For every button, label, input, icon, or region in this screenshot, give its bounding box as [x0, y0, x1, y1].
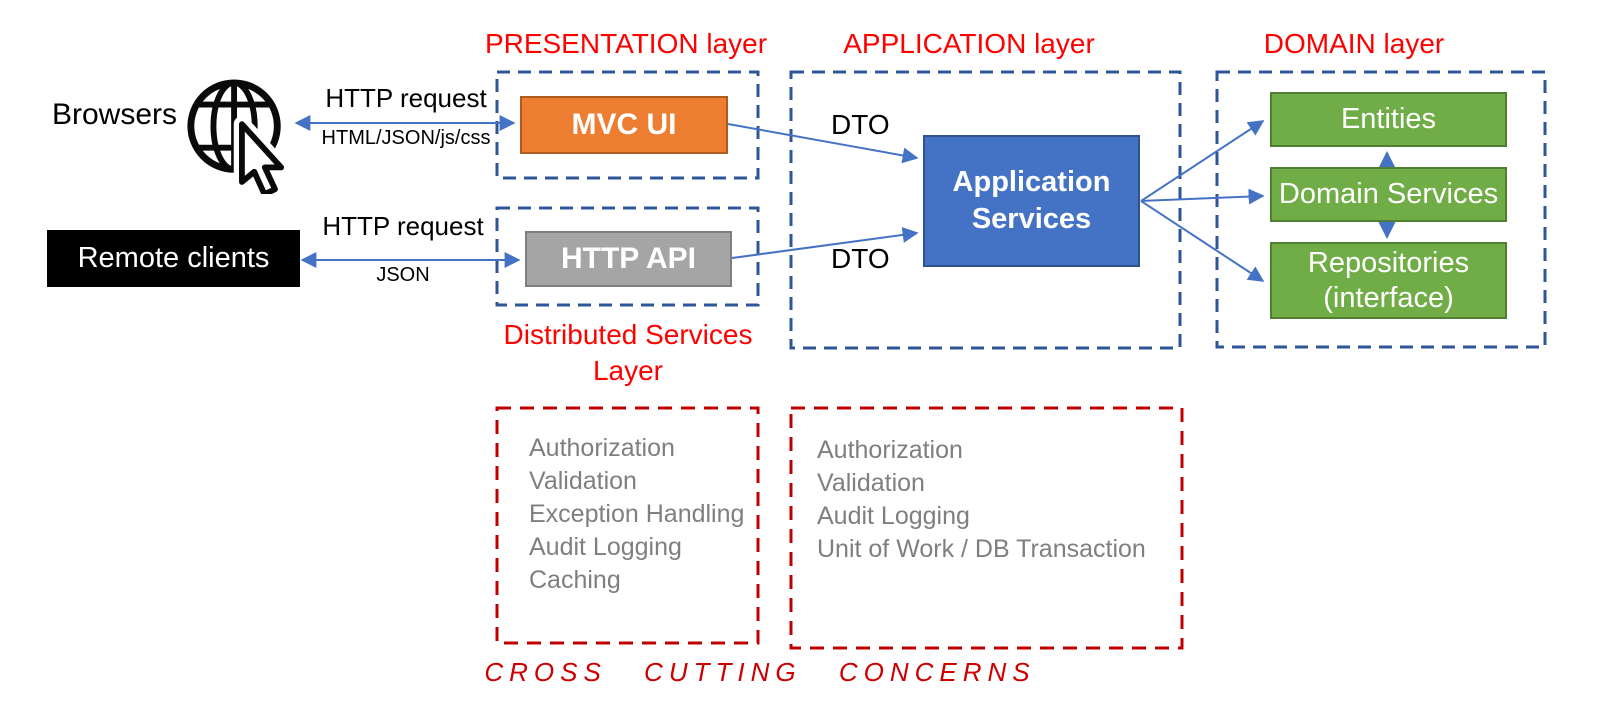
browser-response-label: HTML/JSON/js/css [321, 127, 491, 149]
cross-cutting-concerns-caption: CROSS CUTTING CONCERNS [484, 657, 1036, 687]
concern-item: Audit Logging [817, 502, 970, 530]
repositories-node: Repositories (interface) [1270, 242, 1507, 319]
browser-request-label: HTTP request [325, 83, 487, 113]
concern-item: Authorization [817, 436, 963, 464]
concern-item: Audit Logging [529, 533, 682, 561]
concern-item: Unit of Work / DB Transaction [817, 535, 1146, 563]
remote-response-label: JSON [376, 264, 430, 286]
concern-item: Exception Handling [529, 500, 745, 528]
application-services-label-line1: Application [952, 166, 1111, 198]
distributed-services-title-line1: Distributed Services [503, 319, 753, 350]
dto-bottom-label: DTO [831, 243, 890, 274]
browsers-label: Browsers [52, 98, 178, 131]
concern-item: Validation [529, 467, 637, 495]
remote-clients-node: Remote clients [47, 230, 300, 287]
distributed-services-layer-title: Distributed Services Layer [467, 317, 789, 389]
appservices-to-repositories-arrow [1140, 200, 1265, 282]
mvc-ui-node: MVC UI [520, 96, 728, 154]
dto-top-label: DTO [831, 109, 890, 140]
http-api-node: HTTP API [525, 231, 732, 287]
concern-item: Caching [529, 566, 621, 594]
application-layer-title: APPLICATION layer [843, 28, 1095, 59]
entities-node: Entities [1270, 92, 1507, 147]
distributed-services-title-line2: Layer [592, 355, 664, 386]
domain-layer-title: DOMAIN layer [1263, 28, 1445, 59]
application-concerns-frame [789, 406, 1184, 650]
mvc-to-appservices-arrow [727, 123, 919, 164]
remote-request-label: HTTP request [322, 211, 484, 241]
concern-item: Validation [817, 469, 925, 497]
appservices-to-entities-arrow [1140, 120, 1265, 202]
domain-layer-frame [1215, 70, 1547, 349]
appservices-to-domainservices-arrow [1140, 188, 1265, 205]
entities-label: Entities [1340, 103, 1437, 135]
domain-services-label: Domain Services [1278, 178, 1499, 210]
application-layer-frame [789, 70, 1182, 350]
http-api-label: HTTP API [560, 242, 696, 275]
distributed-concerns-frame [495, 406, 760, 645]
remote-clients-label: Remote clients [77, 242, 270, 274]
globe-with-cursor-icon [187, 79, 290, 194]
application-services-node: Application Services [923, 135, 1140, 267]
presentation-layer-title: PRESENTATION layer [484, 28, 768, 59]
application-services-label-line2: Services [971, 203, 1092, 235]
repositories-label-line1: Repositories [1307, 246, 1470, 279]
concern-item: Authorization [529, 434, 675, 462]
presentation-api-frame [495, 206, 760, 307]
repositories-label-line2: (interface) [1323, 281, 1454, 314]
mvc-ui-label: MVC UI [571, 108, 677, 141]
domain-services-node: Domain Services [1270, 167, 1507, 222]
api-to-appservices-arrow [731, 227, 919, 259]
